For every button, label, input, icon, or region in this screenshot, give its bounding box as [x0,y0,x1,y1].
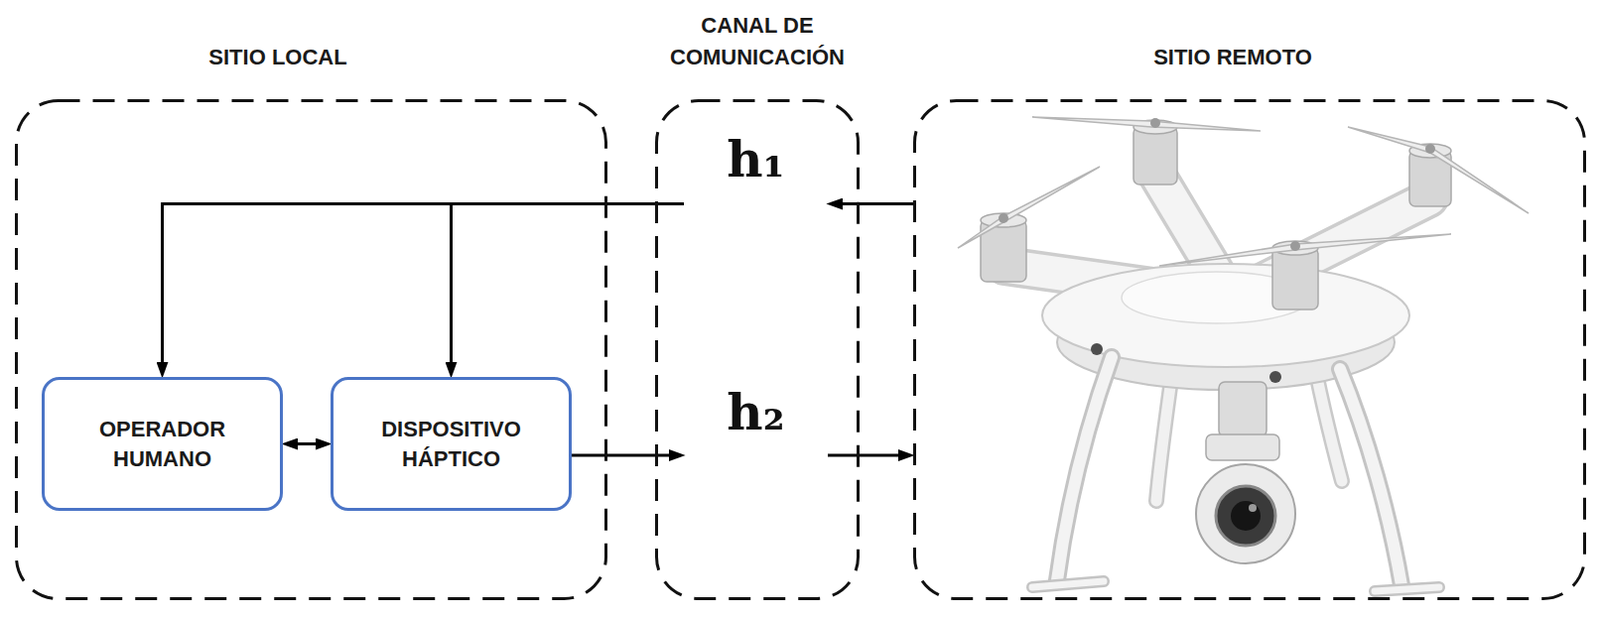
signal-arrow [296,442,317,446]
box-label: OPERADOR HUMANO [78,414,248,474]
signal-arrow [841,202,914,206]
drone-part [1032,581,1104,588]
drone-part [1090,343,1103,356]
dashed-outline [14,99,608,601]
drone-part [1230,501,1261,532]
drone-part [1269,371,1282,384]
drone-part [1196,464,1296,564]
process-box: OPERADOR HUMANO [41,377,283,512]
signal-arrow [451,204,685,365]
drone-part [1272,248,1319,310]
drone-part [1215,486,1276,546]
channel-label: h₂ [683,385,828,440]
drone-part [957,166,1100,249]
drone-part [980,213,1027,228]
drone [957,117,1529,592]
drone-part [1248,504,1257,513]
dashed-outline [913,99,1587,601]
region-title: CANAL DE COMUNICACIÓN [647,9,868,74]
drone-part [1347,127,1529,214]
dashed-outline [16,101,607,600]
dashed-outline [915,101,1586,600]
site-region: SITIO REMOTO [913,99,1587,601]
drone-part [1339,369,1402,586]
region-title: SITIO LOCAL [129,41,427,74]
drone-part [1057,357,1112,581]
channel-label: h₁ [683,132,828,187]
drone-part [998,118,1436,252]
drone-part [1057,357,1112,581]
drone-part [1042,264,1410,368]
drone-part [980,120,1452,310]
channel-block: h₂ [683,385,828,527]
drone-part [1425,143,1436,154]
drone-part [1290,241,1301,252]
drone-part [1159,234,1452,267]
drone-part [1374,587,1440,592]
drone-part [1032,117,1261,132]
signal-arrow [827,454,900,458]
region-title: SITIO REMOTO [1083,41,1382,74]
drone-part [1032,581,1104,588]
channel-region: CANAL DE COMUNICACIÓNh₁h₂ [655,99,860,601]
drone-part [1374,587,1440,592]
drone-part [1133,127,1178,185]
drone-part [1339,369,1402,586]
dashed-outline [657,101,859,600]
drone-part [1150,118,1161,129]
channel-block: h₁ [683,132,828,276]
box-label: DISPOSITIVO HÁPTICO [357,414,546,474]
drone-part [998,213,1009,224]
drone-part [1205,434,1280,461]
process-box: DISPOSITIVO HÁPTICO [330,377,572,512]
drone-part [1218,382,1267,437]
drone-part [957,117,1529,267]
site-region: SITIO LOCALOPERADOR HUMANODISPOSITIVO HÁ… [14,99,608,601]
